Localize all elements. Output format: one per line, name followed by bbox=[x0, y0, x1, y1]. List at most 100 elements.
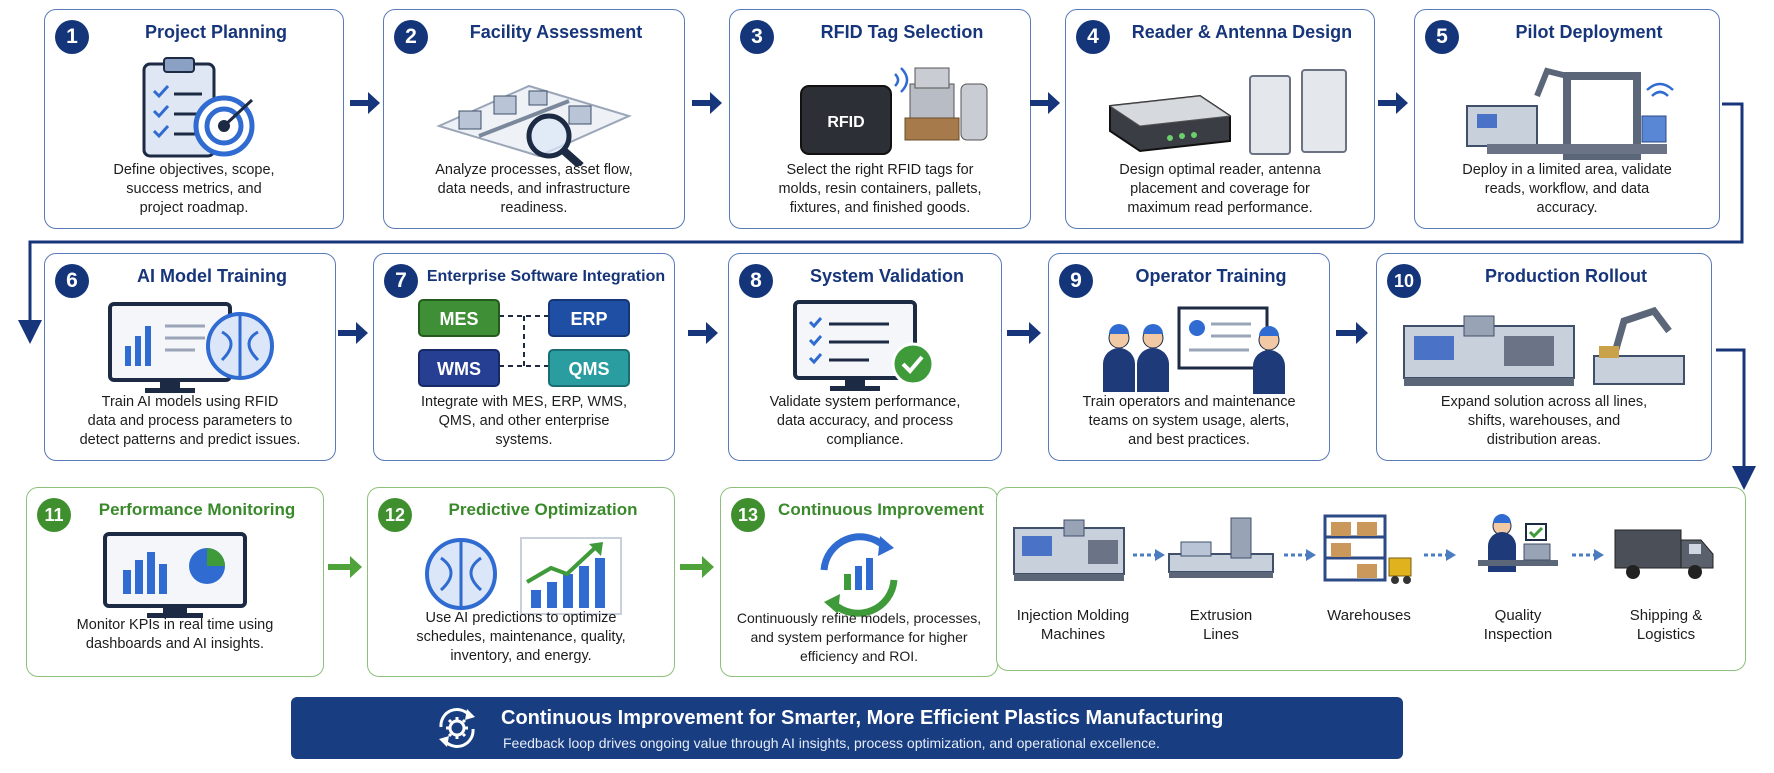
flow-stage-warehouses: Warehouses bbox=[1299, 514, 1439, 625]
step-card-10: 10 Production Rollout Expand solution ac… bbox=[1376, 253, 1712, 461]
arrow-right-icon bbox=[1336, 322, 1368, 344]
step-title: Production Rollout bbox=[1485, 266, 1647, 286]
flow-stage-quality-inspection: Quality Inspection bbox=[1448, 514, 1588, 644]
arrow-right-icon bbox=[338, 322, 368, 344]
step-description: Expand solution across all lines, shifts… bbox=[1440, 394, 1648, 448]
dashboard-monitor-icon bbox=[27, 530, 323, 642]
step-number-badge: 12 bbox=[378, 498, 412, 532]
step-number-badge: 10 bbox=[1387, 264, 1421, 298]
step-number-badge: 5 bbox=[1425, 20, 1459, 54]
step-card-11: 11 Performance Monitoring Monitor KPIs i… bbox=[26, 487, 324, 677]
arrow-right-icon bbox=[1284, 549, 1316, 561]
arrow-right-icon bbox=[1133, 549, 1165, 561]
step-title: Facility Assessment bbox=[469, 22, 643, 42]
step-number-badge: 6 bbox=[55, 264, 89, 298]
step-title: Operator Training bbox=[1135, 266, 1287, 286]
step-card-1: 1 Project Planning Define objectives, sc… bbox=[44, 9, 344, 229]
step-number-badge: 9 bbox=[1059, 264, 1093, 298]
arrow-right-icon bbox=[1572, 549, 1604, 561]
step-title: Enterprise Software Integration bbox=[426, 268, 666, 285]
integration-blocks-icon: MES ERP WMS QMS bbox=[374, 296, 674, 408]
step-card-12: 12 Predictive Optimization Use AI predic… bbox=[367, 487, 675, 677]
step-card-2: 2 Facility Assessment Analyze processes,… bbox=[383, 9, 685, 229]
step-card-5: 5 Pilot Deployment Deploy in a limited a… bbox=[1414, 9, 1720, 229]
step-card-13: 13 Continuous Improvement Continuously r… bbox=[720, 487, 998, 677]
step-description: Deploy in a limited area, validate reads… bbox=[1462, 162, 1672, 216]
checklist-monitor-icon bbox=[729, 296, 1001, 408]
rfid-tag-label: RFID bbox=[827, 114, 864, 131]
monitor-brain-icon bbox=[45, 296, 335, 408]
extrusion-line-icon bbox=[1168, 517, 1274, 578]
step-card-4: 4 Reader & Antenna Design Design optimal… bbox=[1065, 9, 1375, 229]
gear-cycle-icon bbox=[439, 708, 475, 748]
brain-growth-chart-icon bbox=[368, 530, 674, 642]
wms-block-label: WMS bbox=[437, 359, 481, 379]
truck-icon bbox=[1614, 529, 1714, 579]
qms-block-label: QMS bbox=[568, 359, 609, 379]
step-title: AI Model Training bbox=[136, 266, 287, 286]
step-card-6: 6 AI Model Training Train AI models usin… bbox=[44, 253, 336, 461]
step-description: Continuously refine models, processes, a… bbox=[736, 610, 982, 664]
banner-title: Continuous Improvement for Smarter, More… bbox=[501, 707, 1224, 729]
erp-block-label: ERP bbox=[570, 309, 607, 329]
cycle-chart-icon bbox=[721, 530, 997, 642]
arrow-right-icon bbox=[680, 556, 714, 578]
step-description: Select the right RFID tags for molds, re… bbox=[778, 162, 982, 216]
step-card-7: 7 Enterprise Software Integration MES ER… bbox=[373, 253, 675, 461]
operators-board-icon bbox=[1049, 296, 1329, 408]
step-description: Train AI models using RFID data and proc… bbox=[79, 394, 301, 448]
step-number-badge: 11 bbox=[37, 498, 71, 532]
step-number-badge: 13 bbox=[731, 498, 765, 532]
mes-block-label: MES bbox=[439, 309, 478, 329]
step-number-badge: 8 bbox=[739, 264, 773, 298]
step-description: Analyze processes, asset flow, data need… bbox=[435, 162, 633, 216]
production-machines-icon bbox=[1377, 296, 1711, 408]
step-title: Continuous Improvement bbox=[778, 500, 984, 519]
step-description: Integrate with MES, ERP, WMS, QMS, and o… bbox=[420, 394, 628, 448]
warehouse-rack-icon bbox=[1323, 514, 1412, 584]
flow-stage-shipping: Shipping & Logistics bbox=[1596, 529, 1736, 644]
step-description: Validate system performance, data accura… bbox=[769, 394, 961, 448]
arrow-right-icon bbox=[328, 556, 362, 578]
quality-inspector-icon bbox=[1478, 514, 1558, 572]
arrow-right-icon bbox=[1424, 549, 1456, 561]
flow-stage-extrusion: Extrusion Lines bbox=[1151, 517, 1291, 644]
step-card-8: 8 System Validation Validate system perf… bbox=[728, 253, 1002, 461]
continuous-improvement-banner: Continuous Improvement for Smarter, More… bbox=[291, 697, 1403, 759]
reader-antenna-icon bbox=[1066, 56, 1374, 168]
step-description: Design optimal reader, antenna placement… bbox=[1119, 162, 1321, 216]
step-title: Reader & Antenna Design bbox=[1131, 22, 1353, 42]
step-title: Pilot Deployment bbox=[1515, 22, 1663, 42]
factory-magnifier-icon bbox=[384, 56, 684, 168]
step-title: System Validation bbox=[809, 266, 965, 286]
flow-stage-injection-molding: Injection Molding Machines bbox=[1003, 519, 1143, 644]
step-title: Predictive Optimization bbox=[448, 500, 638, 519]
step-description: Use AI predictions to optimize schedules… bbox=[416, 610, 626, 664]
rfid-tag-icon: RFID bbox=[730, 56, 1030, 168]
arrow-right-icon bbox=[1030, 92, 1060, 114]
step-number-badge: 2 bbox=[394, 20, 428, 54]
pilot-portal-icon bbox=[1415, 56, 1719, 168]
injection-molding-icon bbox=[1013, 519, 1125, 581]
arrow-right-icon bbox=[688, 322, 718, 344]
step-description: Monitor KPIs in real time using dashboar… bbox=[76, 617, 274, 652]
step-card-3: 3 RFID Tag Selection RFID Select the rig… bbox=[729, 9, 1031, 229]
step-number-badge: 7 bbox=[384, 264, 418, 298]
arrow-right-icon bbox=[350, 92, 380, 114]
step-number-badge: 4 bbox=[1076, 20, 1110, 54]
step-number-badge: 1 bbox=[55, 20, 89, 54]
manufacturing-flow-panel: Injection Molding Machines Extrusion Lin… bbox=[996, 487, 1746, 671]
step-description: Define objectives, scope, success metric… bbox=[113, 162, 275, 216]
arrow-right-icon bbox=[1007, 322, 1041, 344]
step-title: Performance Monitoring bbox=[98, 500, 296, 519]
step-number-badge: 3 bbox=[740, 20, 774, 54]
step-title: Project Planning bbox=[144, 22, 288, 42]
step-title: RFID Tag Selection bbox=[820, 22, 984, 42]
arrow-right-icon bbox=[1378, 92, 1408, 114]
clipboard-target-icon bbox=[45, 56, 343, 168]
banner-subtitle: Feedback loop drives ongoing value throu… bbox=[503, 735, 1160, 751]
step-description: Train operators and maintenance teams on… bbox=[1082, 394, 1296, 448]
arrow-right-icon bbox=[692, 92, 722, 114]
